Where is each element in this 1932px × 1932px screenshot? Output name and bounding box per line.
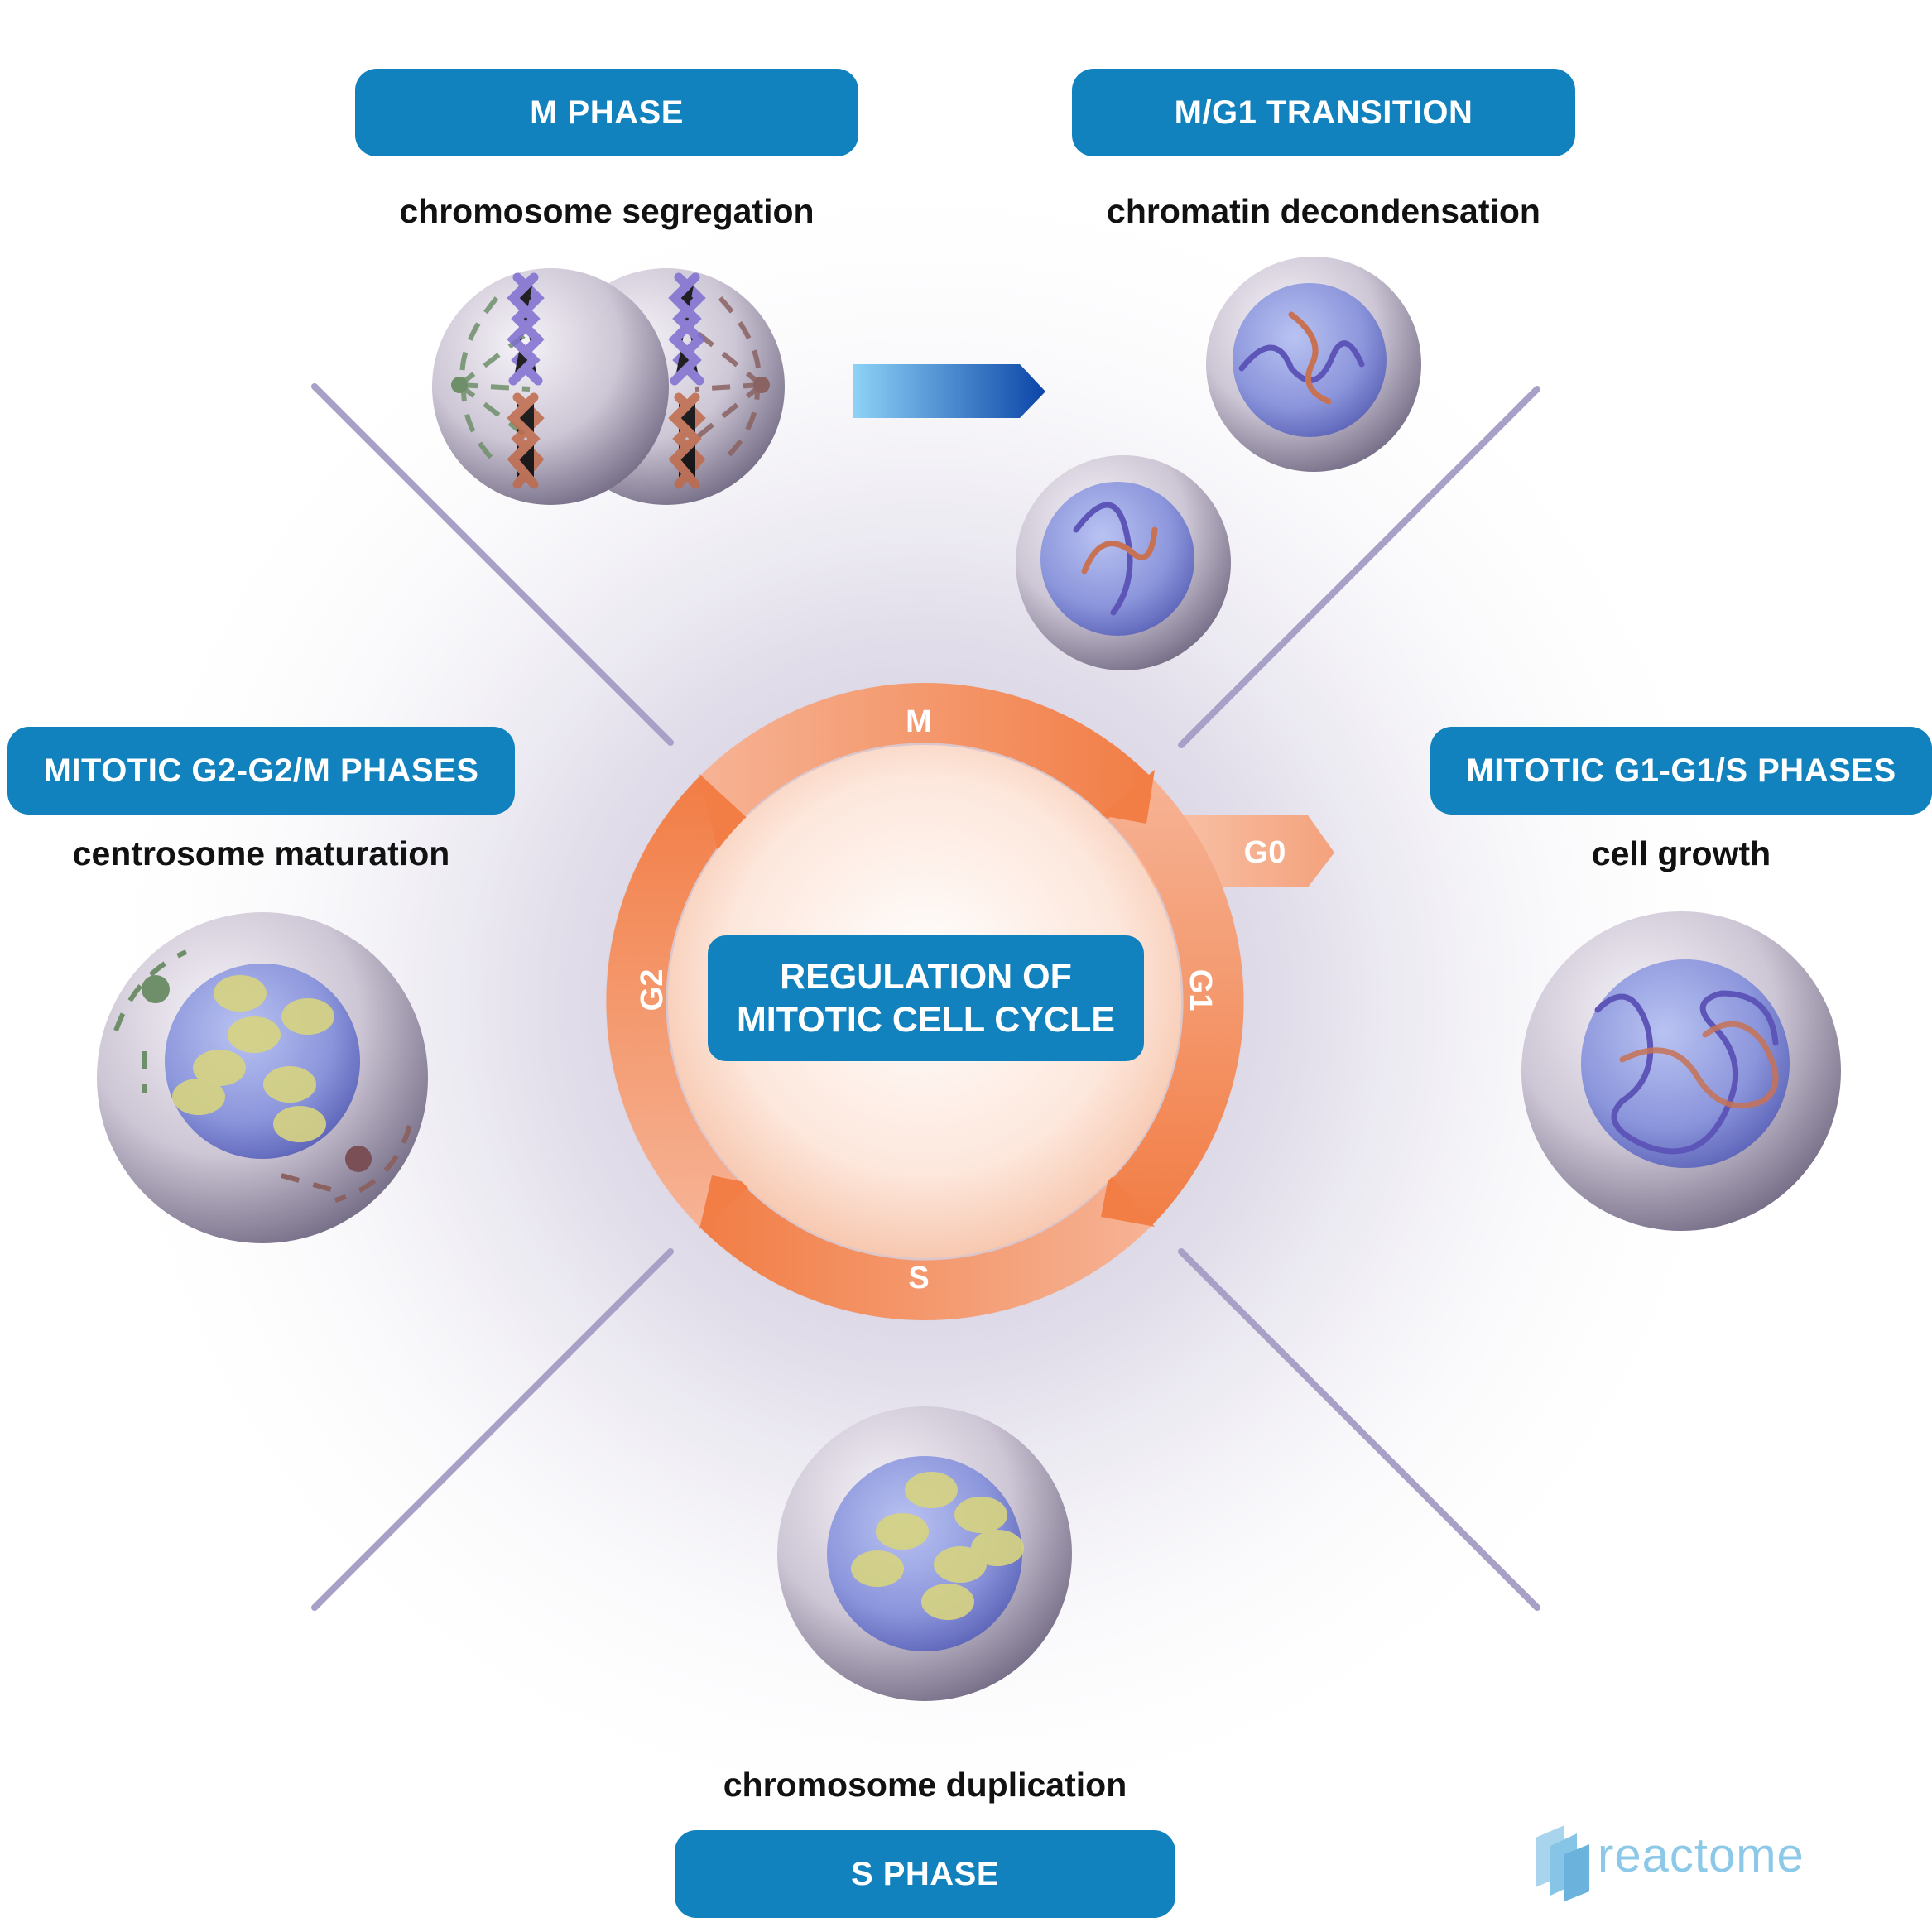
m-g1-cell-upper	[1206, 257, 1421, 472]
divider-top-left	[311, 383, 674, 746]
center-title-line2: MITOTIC CELL CYCLE	[736, 1000, 1116, 1040]
ring-arrowhead-m	[699, 774, 753, 861]
ring-segment-m	[699, 682, 1151, 819]
transition-arrow	[853, 364, 1045, 418]
center-title[interactable]: REGULATION OF MITOTIC CELL CYCLE	[708, 935, 1144, 1061]
cycle-label-m: M	[906, 704, 932, 739]
s-phase-caption: chromosome duplication	[723, 1766, 1127, 1804]
divider-top-right	[1178, 386, 1540, 748]
ring-segment-g1	[1108, 776, 1244, 1227]
cycle-label-s: S	[908, 1261, 929, 1295]
g2-m-phases-caption: centrosome maturation	[72, 834, 450, 872]
m-g1-cell-lower	[1016, 455, 1231, 670]
s-phase-title[interactable]: S PHASE	[675, 1830, 1175, 1918]
divider-bottom-left	[311, 1248, 674, 1611]
cycle-label-g0: G0	[1244, 835, 1286, 870]
reactome-logo-text: reactome	[1598, 1829, 1805, 1882]
g1-s-phases-title[interactable]: MITOTIC G1-G1/S PHASES	[1430, 727, 1932, 815]
g2-m-cell	[97, 912, 428, 1243]
g1-s-cell	[1521, 911, 1841, 1231]
ring-segment-s	[699, 1184, 1151, 1321]
g1-s-phases-caption: cell growth	[1591, 834, 1771, 872]
center-title-line1: REGULATION OF	[780, 956, 1072, 997]
m-g1-transition-title[interactable]: M/G1 TRANSITION	[1072, 69, 1575, 156]
divider-lines	[311, 383, 1540, 1611]
divider-bottom-right	[1178, 1248, 1540, 1611]
m-g1-transition-caption: chromatin decondensation	[1107, 192, 1540, 230]
m-phase-caption: chromosome segregation	[399, 192, 815, 230]
ring-segment-g2	[606, 776, 742, 1227]
s-phase-cell	[777, 1406, 1072, 1701]
ring-arrowhead-g2	[699, 1175, 753, 1229]
m-phase-title[interactable]: M PHASE	[355, 69, 858, 156]
g2-m-phases-title[interactable]: MITOTIC G2-G2/M PHASES	[7, 727, 515, 815]
ring-arrowhead-s	[1101, 1174, 1155, 1227]
cycle-label-g1: G1	[1183, 969, 1218, 1012]
reactome-logo-icon	[1536, 1825, 1589, 1901]
m-phase-cell	[432, 268, 785, 505]
cycle-label-g2: G2	[635, 969, 670, 1012]
ring-arrowhead-g1	[1101, 770, 1155, 824]
